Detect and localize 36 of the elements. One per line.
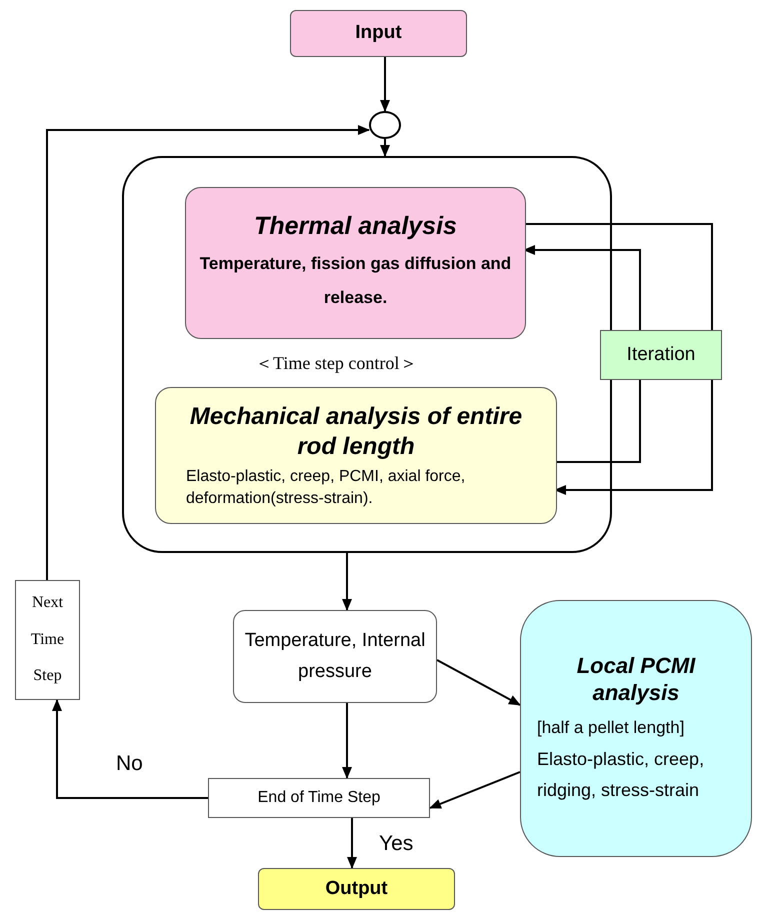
process-box	[15, 580, 80, 700]
box-description: Elasto-plastic, creep, ridging, stress-strain	[537, 748, 706, 802]
box-title: Mechanical analysis of entire rod length	[188, 402, 524, 462]
iteration-box	[600, 330, 722, 380]
box-label: Input	[355, 21, 402, 46]
process-box	[155, 387, 557, 524]
arrow	[342, 703, 352, 779]
input-box	[290, 10, 467, 57]
box-label: Iteration	[626, 342, 696, 367]
box-label: Next Time Step	[30, 592, 66, 686]
annotation-text: ＜Time step control＞	[255, 352, 418, 375]
decision-box	[208, 778, 430, 818]
arrow	[342, 553, 352, 611]
box-label: Temperature, Internal pressure	[244, 629, 426, 684]
group-frame	[122, 156, 612, 553]
box-title: Local PCMI analysis	[576, 652, 696, 707]
box-label: Output	[325, 876, 388, 901]
output-box	[258, 868, 455, 910]
arrow	[46, 125, 370, 580]
arrow	[380, 57, 390, 112]
box-description: Elasto-plastic, creep, PCMI, axial force, deformation(stress-strain).	[186, 466, 466, 508]
connector-line	[524, 223, 713, 330]
arrow	[436, 659, 521, 706]
arrow	[429, 771, 520, 809]
box-title: Thermal analysis	[254, 211, 457, 242]
box-label: End of Time Step	[258, 788, 380, 808]
box-description: Temperature, fission gas diffusion and release.	[198, 252, 512, 309]
process-box	[185, 187, 526, 339]
box-subtitle: [half a pellet length]	[537, 716, 684, 739]
arrow	[380, 139, 390, 157]
arrow	[52, 699, 208, 799]
junction-circle	[369, 111, 401, 139]
arrow	[347, 818, 357, 869]
connector-line	[555, 380, 641, 463]
process-box	[233, 610, 437, 703]
process-box	[520, 600, 752, 857]
